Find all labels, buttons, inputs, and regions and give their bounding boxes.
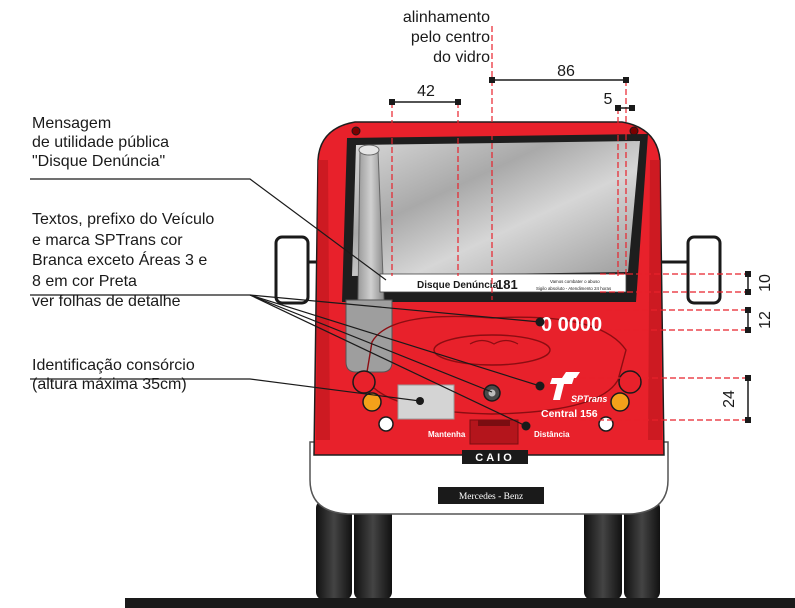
dimension-ticks xyxy=(389,77,751,423)
backup-lamp-right xyxy=(598,416,614,432)
indicator-lamp-left xyxy=(362,392,382,412)
banner-label: Disque Denúncia xyxy=(417,280,499,291)
engine-cover-vent-ridge xyxy=(469,339,519,345)
backup-lamp-left xyxy=(378,416,394,432)
leader-consortium xyxy=(30,378,421,402)
leader-dot-central xyxy=(521,421,531,431)
consortium-id-area xyxy=(397,384,455,420)
dimension-24: 24 xyxy=(721,390,738,408)
center-alignment-line-2: pelo centro xyxy=(410,29,490,46)
reverse-lamp-left xyxy=(352,370,376,394)
brand-plate xyxy=(438,487,544,504)
leader-texts-4 xyxy=(249,294,541,323)
texts-line-2: e marca SPTrans cor xyxy=(32,231,183,249)
body-shading-left xyxy=(316,160,330,440)
dimension-42: 42 xyxy=(417,83,435,100)
texts-line-5: ver folhas de detalhe xyxy=(32,293,181,310)
mirror-right xyxy=(686,235,722,305)
texts-line-1: Textos, prefixo do Veículo xyxy=(32,211,215,228)
rear-bumper xyxy=(309,441,669,515)
mirror-left xyxy=(274,235,310,305)
rear-wheel-left-inner xyxy=(354,500,392,600)
leader-dot-sptrans xyxy=(535,381,545,391)
message-line-3: "Disque Denúncia" xyxy=(32,153,166,170)
consortium-line-2: (altura máxima 35cm) xyxy=(32,376,187,393)
leader-message xyxy=(30,178,387,281)
body-shading-right xyxy=(648,160,662,440)
ground-line xyxy=(125,598,795,608)
rear-window-glass xyxy=(352,141,640,276)
texts-line-4: 8 em cor Preta xyxy=(32,272,137,290)
rear-wheel-right-inner xyxy=(584,500,622,600)
banner-small-text-2: Sigilo absoluto - Atendimento 24 horas xyxy=(536,286,612,291)
rear-wheel-left-outer xyxy=(316,500,352,600)
engine-cover-vent xyxy=(433,334,551,366)
message-line-2: de utilidade pública xyxy=(32,134,169,151)
message-label: Mensagem de utilidade pública "Disque De… xyxy=(32,114,169,171)
texts-line-3: Branca exceto Áreas 3 e xyxy=(32,252,208,269)
leader-lines xyxy=(30,178,541,427)
rear-wheel-right-outer xyxy=(624,500,660,600)
vehicle-prefix: 0 0000 xyxy=(541,314,602,336)
distance-text: Distância xyxy=(534,430,570,439)
caio-emblem xyxy=(462,450,528,464)
dimension-5: 5 xyxy=(604,91,613,108)
leader-texts-3 xyxy=(249,294,527,427)
leader-texts-2 xyxy=(249,294,493,393)
leader-dot-prefix xyxy=(535,317,545,327)
consortium-label: Identificação consórcio (altura máxima 3… xyxy=(32,356,195,394)
brand-text: Mercedes - Benz xyxy=(459,492,523,502)
reverse-lamp-right xyxy=(618,370,642,394)
center-alignment-label: alinhamento pelo centro do vidro xyxy=(403,8,490,68)
message-line-1: Mensagem xyxy=(32,115,112,132)
banner-small-text-1: Vamos combater o abuso xyxy=(550,279,600,284)
keep-text: Mantenha xyxy=(428,430,466,439)
central-156: Central 156 xyxy=(541,408,598,420)
caio-logo-text: CAIO xyxy=(475,452,515,464)
dimension-10: 10 xyxy=(757,274,774,292)
center-alignment-line-3: do vidro xyxy=(433,49,490,66)
consortium-line-1: Identificação consórcio xyxy=(32,357,195,374)
dimension-86: 86 xyxy=(557,63,575,80)
disque-denuncia-banner xyxy=(379,273,627,293)
center-alignment-line-1: alinhamento xyxy=(402,9,490,26)
engine-box xyxy=(345,299,393,373)
texts-label: Textos, prefixo do Veículo e marca SPTra… xyxy=(32,210,214,313)
sptrans-logo-icon xyxy=(550,372,580,400)
marker-lamp-right xyxy=(629,126,639,136)
sptrans-logo-text: SPTrans xyxy=(571,394,607,404)
pole-top xyxy=(358,144,380,156)
banner-number: 181 xyxy=(496,277,518,292)
dimension-guides xyxy=(391,26,748,421)
dimension-12: 12 xyxy=(757,311,774,329)
license-plate-light xyxy=(478,420,510,426)
indicator-lamp-right xyxy=(610,392,630,412)
marker-lamp-left xyxy=(351,126,361,136)
